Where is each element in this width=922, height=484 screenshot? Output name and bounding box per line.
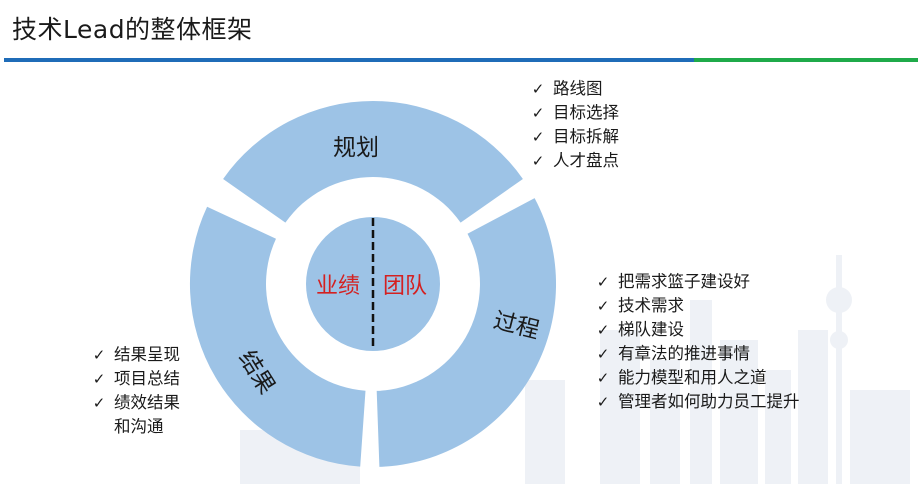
title-underline-green: [694, 58, 918, 62]
check-icon: ✓: [531, 152, 545, 170]
segment-process: [376, 198, 557, 467]
title-underline: [4, 58, 918, 62]
title-underline-blue: [4, 58, 694, 62]
list-item: ✓目标拆解: [527, 125, 619, 149]
list-item: ✓能力模型和用人之道: [592, 366, 800, 390]
segment-label-planning: 规划: [333, 135, 379, 161]
check-icon: ✓: [531, 104, 545, 122]
check-icon: ✓: [596, 369, 610, 387]
list-item: ✓人才盘点: [527, 149, 619, 173]
list-item: ✓把需求篮子建设好: [592, 270, 800, 294]
check-icon: ✓: [596, 273, 610, 291]
list-item: ✓管理者如何助力员工提升: [592, 390, 800, 414]
check-icon: ✓: [92, 346, 106, 364]
check-icon: ✓: [596, 321, 610, 339]
list-item: ✓目标选择: [527, 101, 619, 125]
list-item: ✓结果呈现: [88, 343, 180, 367]
check-icon: ✓: [596, 345, 610, 363]
check-icon: ✓: [92, 370, 106, 388]
list-item: ✓项目总结: [88, 367, 180, 391]
center-label-team: 团队: [383, 274, 428, 299]
list-item: ✓梯队建设: [592, 318, 800, 342]
list-item: ✓路线图: [527, 77, 619, 101]
list-item: ✓技术需求: [592, 294, 800, 318]
list-item: ✓有章法的推进事情: [592, 342, 800, 366]
check-icon: ✓: [596, 297, 610, 315]
list-item: ✓绩效结果 和沟通: [88, 391, 180, 439]
page-title: 技术Lead的整体框架: [12, 15, 253, 44]
check-icon: ✓: [92, 394, 106, 412]
check-icon: ✓: [531, 80, 545, 98]
segment-planning: [223, 100, 523, 223]
check-icon: ✓: [596, 393, 610, 411]
planning-list: ✓路线图 ✓目标选择 ✓目标拆解 ✓人才盘点: [527, 77, 619, 173]
check-icon: ✓: [531, 128, 545, 146]
segment-results: [189, 206, 366, 467]
results-list: ✓结果呈现 ✓项目总结 ✓绩效结果 和沟通: [88, 343, 180, 439]
process-list: ✓把需求篮子建设好 ✓技术需求 ✓梯队建设 ✓有章法的推进事情 ✓能力模型和用人…: [592, 270, 800, 414]
center-label-performance: 业绩: [316, 274, 361, 299]
